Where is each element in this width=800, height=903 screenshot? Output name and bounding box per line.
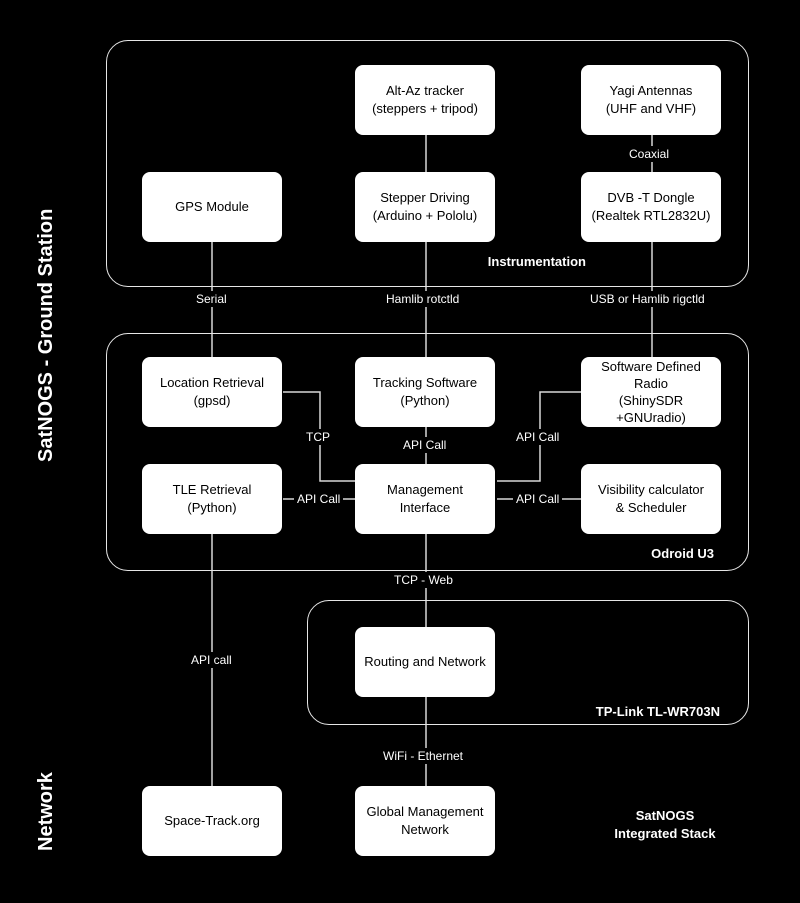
network-side-label: Network bbox=[35, 772, 57, 851]
hamlib-rotctld-edge-label: Hamlib rotctld bbox=[383, 291, 463, 307]
sdr-text: Software Defined Radio (ShinySDR +GNUrad… bbox=[601, 359, 701, 425]
location-retrieval-text: Location Retrieval (gpsd) bbox=[159, 375, 265, 408]
tle-retrieval-node: TLE Retrieval (Python) bbox=[142, 464, 282, 534]
coaxial-edge-label: Coaxial bbox=[626, 146, 673, 162]
space-track-text: Space-Track.org bbox=[164, 813, 260, 828]
space-track-node: Space-Track.org bbox=[142, 786, 282, 856]
hamlib-rigctld-edge-label: USB or Hamlib rigctld bbox=[587, 291, 708, 307]
tcp-web-edge-label: TCP - Web bbox=[391, 572, 456, 588]
visibility-scheduler-text: Visibility calculator & Scheduler bbox=[598, 482, 704, 515]
wifi-ethernet-edge-label: WiFi - Ethernet bbox=[380, 748, 467, 764]
yagi-antennas-text: Yagi Antennas (UHF and VHF) bbox=[605, 83, 697, 116]
visibility-scheduler-node: Visibility calculator & Scheduler bbox=[581, 464, 721, 534]
management-interface-node: Management Interface bbox=[355, 464, 495, 534]
tracking-software-text: Tracking Software (Python) bbox=[372, 375, 478, 408]
global-management-text: Global Management Network bbox=[366, 804, 484, 837]
instrumentation-label: Instrumentation bbox=[487, 254, 586, 269]
routing-network-text: Routing and Network bbox=[364, 654, 486, 669]
yagi-antennas-node: Yagi Antennas (UHF and VHF) bbox=[581, 65, 721, 135]
api-call-spacetrack-edge-label: API call bbox=[188, 652, 235, 668]
global-management-node: Global Management Network bbox=[355, 786, 495, 856]
serial-edge-label: Serial bbox=[193, 291, 230, 307]
altaz-tracker-node: Alt-Az tracker (steppers + tripod) bbox=[355, 65, 495, 135]
instrumentation-group bbox=[106, 40, 749, 287]
tle-retrieval-text: TLE Retrieval (Python) bbox=[172, 482, 252, 515]
management-interface-text: Management Interface bbox=[387, 482, 463, 515]
sdr-node: Software Defined Radio (ShinySDR +GNUrad… bbox=[581, 357, 721, 427]
location-retrieval-node: Location Retrieval (gpsd) bbox=[142, 357, 282, 427]
altaz-tracker-text: Alt-Az tracker (steppers + tripod) bbox=[372, 83, 478, 116]
gps-module-text: GPS Module bbox=[175, 199, 249, 214]
api-call-tle-edge-label: API Call bbox=[294, 491, 344, 507]
stack-caption: SatNOGS Integrated Stack bbox=[614, 808, 716, 841]
tplink-group bbox=[307, 600, 749, 725]
odroid-label: Odroid U3 bbox=[651, 546, 714, 561]
api-call-visibility-edge-label: API Call bbox=[513, 491, 563, 507]
tracking-software-node: Tracking Software (Python) bbox=[355, 357, 495, 427]
dvbt-dongle-node: DVB -T Dongle (Realtek RTL2832U) bbox=[581, 172, 721, 242]
api-call-tracking-edge-label: API Call bbox=[400, 437, 450, 453]
stepper-driving-node: Stepper Driving (Arduino + Pololu) bbox=[355, 172, 495, 242]
ground-station-side-label: SatNOGS - Ground Station bbox=[35, 208, 57, 462]
dvbt-dongle-text: DVB -T Dongle (Realtek RTL2832U) bbox=[591, 190, 711, 223]
stepper-driving-text: Stepper Driving (Arduino + Pololu) bbox=[372, 190, 478, 223]
tplink-label: TP-Link TL-WR703N bbox=[595, 704, 720, 719]
tcp-edge-label: TCP bbox=[303, 429, 333, 445]
api-call-sdr-edge-label: API Call bbox=[513, 429, 563, 445]
routing-network-node: Routing and Network bbox=[355, 627, 495, 697]
odroid-group bbox=[106, 333, 749, 571]
gps-module-node: GPS Module bbox=[142, 172, 282, 242]
